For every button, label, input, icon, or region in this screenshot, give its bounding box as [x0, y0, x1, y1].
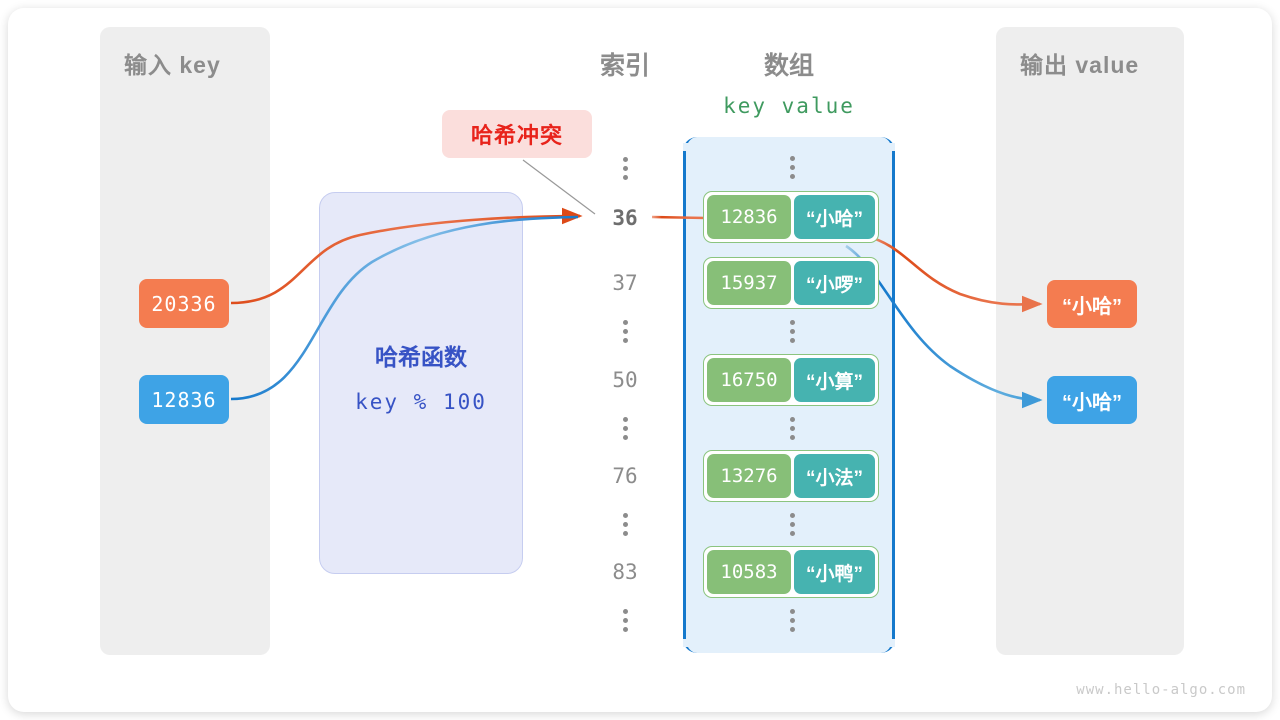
- output-value-title: 输出 value: [1020, 52, 1140, 78]
- entry-key: 12836: [707, 195, 791, 239]
- input-key-title: 输入 key: [124, 52, 221, 78]
- input-key-chip-20336: 20336: [139, 279, 229, 328]
- entry-value: “小啰”: [794, 261, 875, 305]
- hash-function-box: 哈希函数 key % 100: [319, 192, 523, 574]
- array-entry-83: 10583 “小鸭”: [703, 546, 879, 598]
- index-ellipsis-2: [590, 417, 660, 440]
- array-column-heading: 数组: [763, 52, 814, 80]
- hash-collision-badge: 哈希冲突: [442, 110, 592, 158]
- index-label-37: 37: [612, 271, 638, 295]
- hash-table-array: 12836 “小哈” 15937 “小啰” 16750 “小算” 13276 “…: [683, 137, 895, 653]
- entry-value: “小鸭”: [794, 550, 875, 594]
- entry-value: “小算”: [794, 358, 875, 402]
- input-key-panel: [100, 27, 270, 655]
- hash-function-name: 哈希函数: [375, 344, 467, 370]
- index-ellipsis-4: [590, 609, 660, 632]
- array-ellipsis-0: [686, 156, 898, 179]
- entry-value: “小法”: [794, 454, 875, 498]
- index-label-50: 50: [612, 368, 638, 392]
- entry-key: 16750: [707, 358, 791, 402]
- hash-function-expression: key % 100: [355, 390, 487, 414]
- index-label-36: 36: [612, 206, 638, 230]
- array-ellipsis-1: [686, 320, 898, 343]
- index-ellipsis-3: [590, 513, 660, 536]
- entry-key: 13276: [707, 454, 791, 498]
- output-value-panel: [996, 27, 1184, 655]
- output-value-chip-blue: “小哈”: [1047, 376, 1137, 424]
- array-entry-76: 13276 “小法”: [703, 450, 879, 502]
- entry-key: 15937: [707, 261, 791, 305]
- index-column-heading: 索引: [599, 52, 650, 80]
- output-value-chip-orange: “小哈”: [1047, 280, 1137, 328]
- watermark: www.hello-algo.com: [1076, 682, 1246, 698]
- input-key-chip-12836: 12836: [139, 375, 229, 424]
- index-label-76: 76: [612, 464, 638, 488]
- entry-key: 10583: [707, 550, 791, 594]
- array-entry-36: 12836 “小哈”: [703, 191, 879, 243]
- index-ellipsis-0: [590, 157, 660, 180]
- entry-value: “小哈”: [794, 195, 875, 239]
- array-ellipsis-3: [686, 513, 898, 536]
- index-ellipsis-1: [590, 320, 660, 343]
- index-label-83: 83: [612, 560, 638, 584]
- array-entry-37: 15937 “小啰”: [703, 257, 879, 309]
- array-entry-50: 16750 “小算”: [703, 354, 879, 406]
- key-value-heading: key value: [723, 94, 855, 118]
- array-ellipsis-4: [686, 609, 898, 632]
- array-ellipsis-2: [686, 417, 898, 440]
